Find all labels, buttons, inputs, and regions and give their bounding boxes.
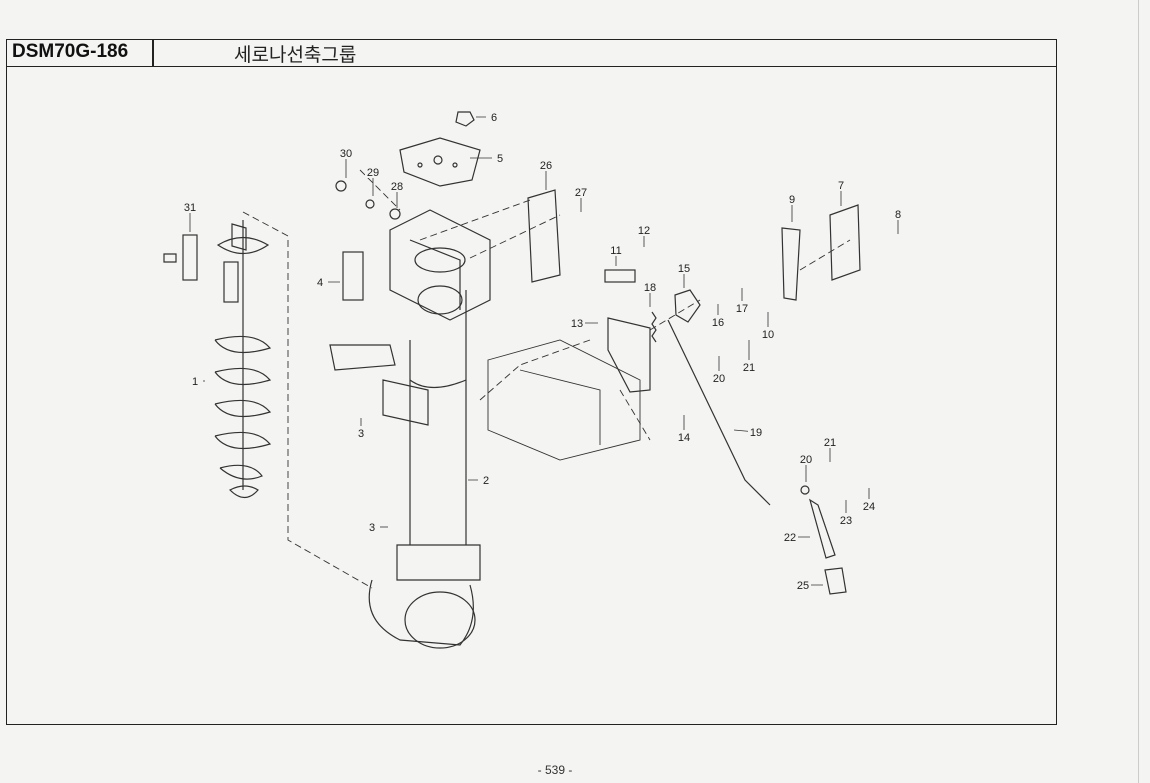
part-number-label: 2 bbox=[483, 475, 489, 487]
part-number-label: 28 bbox=[391, 181, 403, 193]
part-callout-p15: 15 bbox=[676, 261, 692, 288]
part-number-label: 26 bbox=[540, 160, 552, 172]
part-callout-p13: 13 bbox=[569, 316, 598, 330]
group-name: 세로나선축그룹 bbox=[234, 44, 357, 66]
part-number-label: 29 bbox=[367, 167, 379, 179]
part-callout-p29: 29 bbox=[365, 165, 381, 196]
part-callout-p26: 26 bbox=[538, 158, 554, 190]
background-frame bbox=[487, 339, 641, 461]
part-callout-p5: 5 bbox=[470, 151, 508, 165]
part-callout-p20a: 20 bbox=[711, 356, 727, 385]
part-number-label: 5 bbox=[497, 153, 503, 165]
part-callout-p24: 24 bbox=[861, 488, 877, 513]
part-number-label: 14 bbox=[678, 432, 690, 444]
part-number-label: 13 bbox=[571, 318, 583, 330]
part-number-label: 25 bbox=[797, 580, 809, 592]
page-header: DSM70G-186 세로나선축그룹 bbox=[6, 39, 1057, 67]
part-number-label: 21 bbox=[743, 362, 755, 374]
part-callout-p31: 31 bbox=[182, 200, 198, 232]
part-callout-p20b: 20 bbox=[798, 452, 814, 482]
part-callout-p17: 17 bbox=[734, 288, 750, 315]
top-bracket bbox=[389, 209, 491, 321]
part-number-label: 27 bbox=[575, 187, 587, 199]
header-divider bbox=[152, 39, 154, 66]
page-number: - 539 - bbox=[537, 763, 573, 777]
part-callout-p12: 12 bbox=[636, 223, 652, 247]
auger-screw bbox=[163, 220, 272, 499]
part-callout-p22: 22 bbox=[782, 530, 810, 544]
part-number-label: 18 bbox=[644, 282, 656, 294]
part-number-label: 6 bbox=[491, 112, 497, 124]
part-callout-p3a: 3 bbox=[353, 418, 369, 440]
assembly-guide-lines bbox=[242, 169, 851, 589]
part-callout-p21b: 21 bbox=[822, 435, 838, 462]
part-number-label: 8 bbox=[895, 209, 901, 221]
part-number-label: 19 bbox=[750, 427, 762, 439]
part-callout-p18: 18 bbox=[642, 280, 658, 307]
part-callout-p27: 27 bbox=[573, 185, 589, 212]
part-callout-p6: 6 bbox=[476, 110, 502, 124]
model-code: DSM70G-186 bbox=[12, 41, 129, 62]
part-callout-p25: 25 bbox=[795, 578, 823, 592]
part-callout-p11: 11 bbox=[608, 243, 624, 266]
part-number-label: 4 bbox=[317, 277, 323, 289]
part-number-label: 1 bbox=[192, 376, 198, 388]
part-callout-p2: 2 bbox=[468, 473, 494, 487]
part-callout-p21a: 21 bbox=[741, 340, 757, 374]
page-frame bbox=[6, 39, 1057, 725]
part-number-label: 10 bbox=[762, 329, 774, 341]
vertical-column-tube bbox=[368, 290, 481, 649]
part-callout-p10: 10 bbox=[760, 312, 776, 341]
part-number-label: 7 bbox=[838, 180, 844, 192]
part-number-label: 20 bbox=[713, 373, 725, 385]
part-number-label: 20 bbox=[800, 454, 812, 466]
scan-edge-line bbox=[1138, 0, 1139, 783]
part-labels-layer: 1233456789101112131415161718192020212122… bbox=[182, 110, 906, 592]
part-callout-p3b: 3 bbox=[364, 520, 388, 534]
part-number-label: 21 bbox=[824, 437, 836, 449]
part-callout-p19: 19 bbox=[733, 425, 764, 439]
part-callout-p30: 30 bbox=[338, 146, 354, 178]
part-callout-p7: 7 bbox=[833, 178, 849, 206]
part-number-label: 22 bbox=[784, 532, 796, 544]
part-number-label: 3 bbox=[358, 428, 364, 440]
part-callout-p9: 9 bbox=[784, 192, 800, 222]
part-callout-p28: 28 bbox=[389, 179, 405, 208]
part-number-label: 9 bbox=[789, 194, 795, 206]
part-number-label: 23 bbox=[840, 515, 852, 527]
part-number-label: 15 bbox=[678, 263, 690, 275]
part-callout-p1: 1 bbox=[187, 374, 205, 388]
part-callout-p8: 8 bbox=[890, 207, 906, 234]
part-number-label: 17 bbox=[736, 303, 748, 315]
part-number-label: 30 bbox=[340, 148, 352, 160]
part-number-label: 16 bbox=[712, 317, 724, 329]
part-number-label: 31 bbox=[184, 202, 196, 214]
part-callout-p23: 23 bbox=[838, 500, 854, 527]
part-number-label: 11 bbox=[610, 245, 621, 257]
part-number-label: 3 bbox=[369, 522, 375, 534]
top-plate bbox=[399, 111, 481, 187]
part-number-label: 24 bbox=[863, 501, 875, 513]
part-callout-p14: 14 bbox=[676, 415, 692, 444]
part-number-label: 12 bbox=[638, 225, 650, 237]
part-callout-p16: 16 bbox=[710, 304, 726, 329]
part-callout-p4: 4 bbox=[312, 275, 340, 289]
